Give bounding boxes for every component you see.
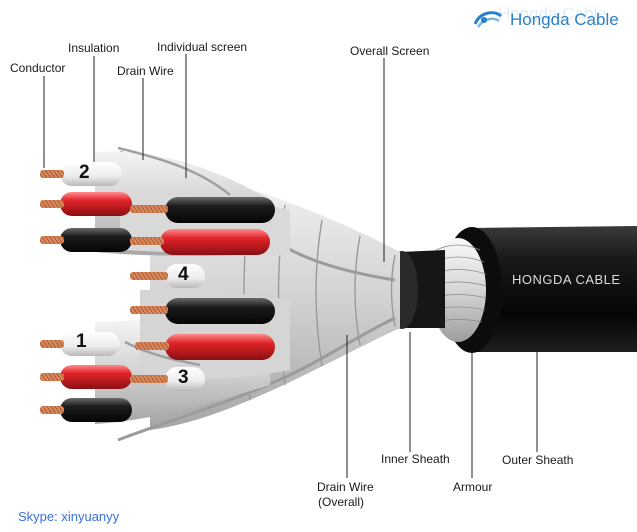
leader-lines <box>43 54 538 478</box>
brand-name: Hongda Cable <box>510 10 619 29</box>
pair-number-3: 3 <box>178 367 189 388</box>
pair-number-2: 2 <box>79 162 90 183</box>
brand-watermark: Hongda Cable <box>498 4 607 23</box>
copper-conductors <box>40 170 169 414</box>
label-armour: Armour <box>453 480 493 494</box>
hongda-logo-icon <box>473 11 502 28</box>
pair-number-4: 4 <box>178 264 189 285</box>
label-drain-wire-overall-2: (Overall) <box>318 495 365 509</box>
pair-number-1: 1 <box>76 331 87 352</box>
jacket-print: HONGDA CABLE <box>512 272 621 287</box>
label-conductor: Conductor <box>10 61 66 75</box>
label-drain-wire: Drain Wire <box>117 64 174 78</box>
label-insulation: Insulation <box>68 41 120 55</box>
label-drain-wire-overall-1: Drain Wire <box>317 480 374 494</box>
label-overall-screen: Overall Screen <box>350 44 430 58</box>
label-outer-sheath: Outer Sheath <box>502 453 574 467</box>
outer-sheath-body <box>470 226 637 352</box>
label-inner-sheath: Inner Sheath <box>381 452 450 466</box>
label-individual-screen: Individual screen <box>157 40 248 54</box>
skype-contact: Skype: xinyuanyy <box>18 509 120 524</box>
